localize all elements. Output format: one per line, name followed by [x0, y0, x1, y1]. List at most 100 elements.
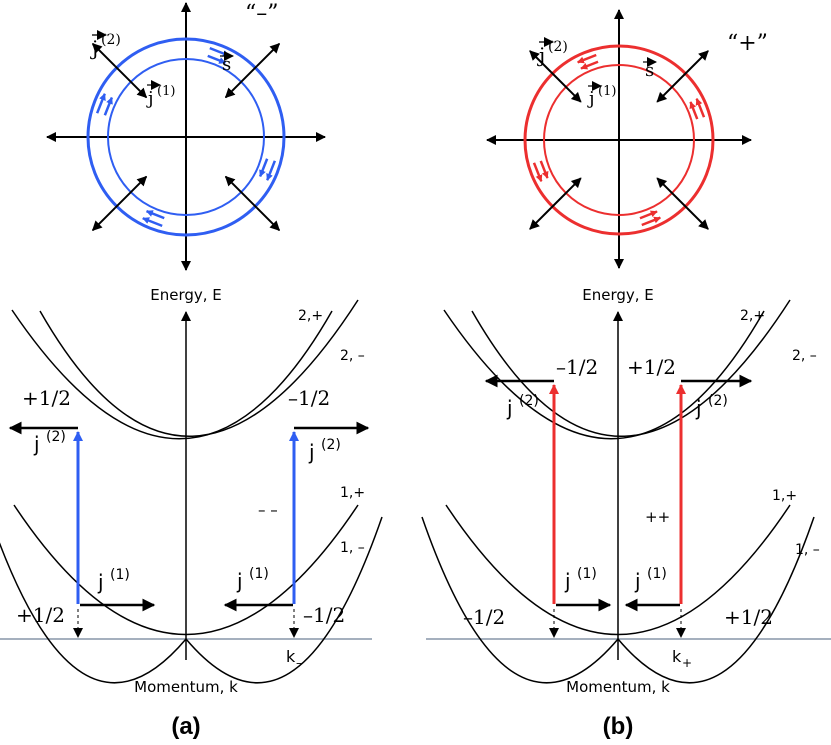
j2-label-right-b: j (2): [695, 393, 728, 420]
inner-band-circle-a: [107, 58, 265, 216]
inward-current-arrow: [114, 65, 148, 99]
s-label-a: s: [220, 51, 234, 75]
svg-text:j: j: [564, 569, 571, 593]
band-curve-1: [445, 504, 791, 636]
j1-label-b: j (1): [587, 81, 616, 109]
circle-label-a: “–”: [245, 1, 279, 26]
spin-label-upper-right-b: +1/2: [627, 355, 676, 379]
outer-band-circle-a: [86, 37, 286, 237]
spin-direction-arrow: [259, 158, 269, 178]
svg-text:(1): (1): [249, 566, 269, 582]
j2-label-a: j (2): [90, 30, 121, 60]
svg-text:(2): (2): [321, 437, 341, 453]
spin-texture-diagram-b: “+” j (2) j (1) s: [486, 8, 768, 269]
j1-label-a: j (1): [146, 80, 175, 109]
outward-current-arrow: [686, 207, 709, 230]
spin-direction-arrow: [641, 216, 661, 227]
center-sign-b: ++: [645, 508, 670, 526]
inward-current-arrow: [224, 175, 258, 209]
band-curve-2: [421, 516, 815, 684]
spin-label-lower-right-b: +1/2: [724, 605, 773, 629]
spin-direction-arrow: [539, 160, 549, 179]
svg-text:(1): (1): [110, 567, 130, 583]
spin-direction-arrow: [95, 93, 106, 114]
inward-current-arrow: [550, 177, 582, 209]
svg-text:j: j: [506, 396, 513, 420]
band-structure-a: Energy, E Momentum, k 2,+ 2, – 1,+ 1, – …: [0, 286, 383, 696]
j1-label-right-a: j (1): [236, 566, 269, 593]
outward-current-arrow: [91, 42, 116, 67]
j1-label-left-b: j (1): [564, 566, 597, 593]
j2-label-b: j (2): [537, 37, 568, 67]
k-label-a: k –: [286, 647, 302, 670]
svg-text:j: j: [146, 88, 154, 109]
inward-current-arrow: [114, 175, 148, 209]
spin-direction-arrow: [695, 98, 706, 118]
svg-text:–: –: [296, 656, 302, 670]
j2-label-left-a: j (2): [33, 429, 66, 456]
svg-text:+: +: [682, 656, 692, 670]
spin-direction-arrow: [580, 60, 599, 70]
band-label-2minus-a: 2, –: [340, 348, 365, 364]
svg-text:(1): (1): [598, 84, 616, 99]
spin-label-upper-left-b: –1/2: [556, 355, 598, 379]
svg-text:s: s: [222, 54, 231, 75]
momentum-axis-label-a: Momentum, k: [134, 678, 238, 696]
band-structure-b: Energy, E Momentum, k 2,+ 2, – 1,+ 1, – …: [421, 286, 831, 696]
spin-texture-diagram-a: “–” j (2) j (1) s: [46, 1, 326, 271]
band-label-2plus-a: 2,+: [298, 308, 323, 324]
spin-direction-arrow: [142, 217, 163, 228]
band-curve-3: [471, 299, 791, 437]
inward-current-arrow: [550, 71, 582, 103]
svg-text:j: j: [97, 570, 104, 594]
svg-text:j: j: [634, 569, 641, 593]
inner-band-circle-b: [543, 64, 695, 216]
j2-label-right-a: j (2): [308, 437, 341, 464]
center-sign-a: – –: [258, 501, 278, 519]
panel-label-b: (b): [603, 713, 634, 740]
energy-axis-label-a: Energy, E: [150, 286, 222, 304]
spin-direction-arrow: [103, 96, 113, 116]
spin-direction-arrow: [577, 53, 597, 64]
svg-text:(1): (1): [647, 566, 667, 582]
svg-text:j: j: [90, 36, 98, 60]
inward-current-arrow: [656, 177, 688, 209]
momentum-axis-label-b: Momentum, k: [566, 678, 670, 696]
j2-label-left-b: j (2): [506, 393, 539, 420]
s-label-b: s: [643, 57, 657, 81]
outward-current-arrow: [529, 207, 552, 230]
outward-current-arrow: [686, 50, 709, 73]
spin-arrows-b: [532, 53, 706, 227]
spin-direction-arrow: [689, 101, 699, 120]
band-curve-4: [11, 309, 333, 440]
spin-label-upper-left-a: +1/2: [22, 386, 71, 410]
j1-label-left-a: j (1): [97, 567, 130, 594]
outward-current-arrow: [256, 42, 281, 67]
radial-current-arrows-b: [529, 50, 709, 230]
spin-direction-arrow: [145, 210, 165, 220]
band-label-2minus-b: 2, –: [792, 348, 817, 364]
spin-label-lower-right-a: –1/2: [303, 603, 345, 627]
svg-text:(2): (2): [519, 393, 539, 409]
svg-text:j: j: [587, 88, 595, 109]
spin-direction-arrow: [639, 210, 658, 220]
svg-text:(1): (1): [577, 566, 597, 582]
j1-label-right-b: j (1): [634, 566, 667, 593]
band-curve-1: [13, 504, 359, 636]
panel-b: “+” j (2) j (1) s Energy, E Momentum, k: [421, 8, 831, 740]
spin-direction-arrow: [266, 160, 277, 181]
outward-current-arrow: [91, 207, 116, 232]
outward-current-arrow: [256, 207, 281, 232]
band-curve-3: [39, 299, 359, 437]
circle-label-b: “+”: [727, 31, 768, 56]
radial-current-arrows-a: [91, 42, 281, 232]
spin-label-lower-left-b: –1/2: [463, 605, 505, 629]
band-curve-2: [0, 516, 383, 684]
k-label-b: k +: [672, 647, 692, 670]
band-curve-4: [443, 309, 765, 440]
outer-band-circle-b: [523, 44, 715, 236]
svg-text:s: s: [645, 60, 654, 81]
inward-current-arrow: [224, 65, 258, 99]
svg-text:(2): (2): [46, 429, 66, 445]
